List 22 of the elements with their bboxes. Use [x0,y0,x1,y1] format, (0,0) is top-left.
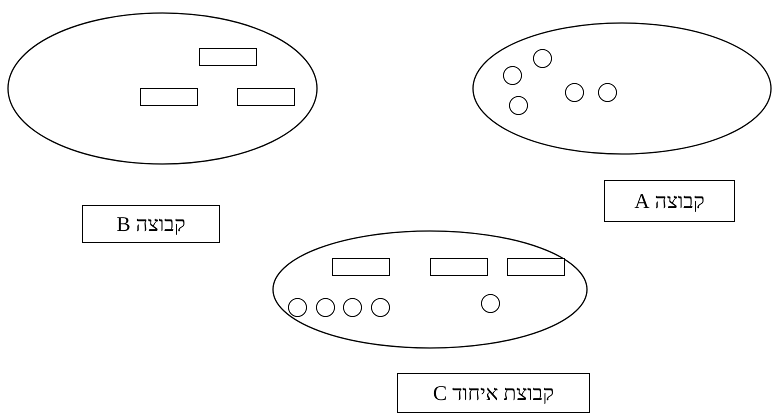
circle-element [598,83,617,102]
set-label: קבוצת איחוד C [397,373,590,413]
circle-element [533,49,552,68]
circle-element [565,83,584,102]
rectangle-element [332,258,390,276]
circle-element [509,96,528,115]
set-ellipse [472,22,772,155]
rectangle-element [199,48,257,66]
rectangle-element [507,258,565,276]
rectangle-element [237,88,295,106]
set-ellipse [7,12,318,165]
rectangle-element [140,88,198,106]
circle-element [481,294,500,313]
circle-element [343,298,362,317]
circle-element [503,66,522,85]
set-ellipse [272,230,588,349]
set-label: קבוצה A [604,180,735,222]
circle-element [316,298,335,317]
rectangle-element [430,258,488,276]
set-label: קבוצה B [82,205,220,243]
circle-element [288,298,307,317]
circle-element [371,298,390,317]
